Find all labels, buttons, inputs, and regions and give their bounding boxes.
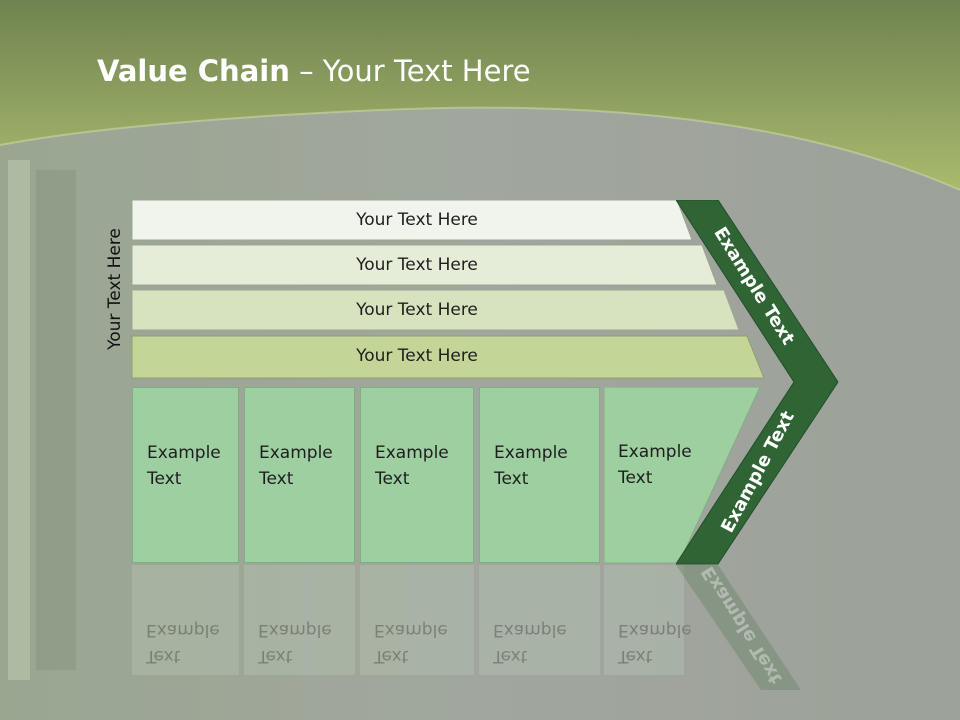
reflection-4-line2: Text: [493, 646, 528, 666]
support-row-2-shape: [131, 244, 718, 286]
primary-column-1-line2: Text: [147, 469, 182, 489]
title-rest: – Your Text Here: [289, 54, 531, 88]
reflection-2-line2: Text: [258, 646, 293, 666]
support-row-2-label: Your Text Here: [356, 255, 478, 275]
primary-column-5-line1: Example: [618, 442, 692, 462]
reflection-4-line1: Example: [493, 620, 567, 640]
vertical-label: Your Text Here: [105, 228, 125, 350]
primary-column-2-line1: Example: [259, 443, 333, 463]
support-row-4-shape: [131, 335, 765, 379]
reflection-1-line1: Example: [146, 620, 220, 640]
title-bold: Value Chain: [97, 54, 290, 88]
slide-title: Value Chain – Your Text Here: [97, 54, 531, 88]
primary-column-5-shape: [604, 387, 761, 563]
support-row-3-shape: [131, 289, 740, 331]
reflection-2-line1: Example: [258, 620, 332, 640]
chevron-reflection: [676, 565, 801, 690]
primary-column-4-line1: Example: [494, 443, 568, 463]
primary-column-5-line2: Text: [618, 468, 653, 488]
reflection-5-line2: Text: [618, 646, 653, 666]
support-row-1-label: Your Text Here: [356, 210, 478, 230]
reflection-column-1: Text Example: [132, 565, 239, 675]
primary-column-1-line1: Example: [147, 443, 221, 463]
reflection-1-line2: Text: [146, 646, 181, 666]
margin-chevron: [676, 200, 839, 565]
primary-column-3-line1: Example: [375, 443, 449, 463]
reflection-3-line2: Text: [374, 646, 409, 666]
support-row-1-shape: [131, 199, 693, 241]
reflection-column-2: Text Example: [244, 565, 355, 675]
primary-column-4-line2: Text: [494, 469, 529, 489]
primary-column-2-line2: Text: [259, 469, 294, 489]
support-row-4-label: Your Text Here: [356, 346, 478, 366]
reflection-column-3: Text Example: [360, 565, 474, 675]
support-row-3-label: Your Text Here: [356, 300, 478, 320]
primary-column-3-line2: Text: [375, 469, 410, 489]
reflection-column-4: Text Example: [479, 565, 600, 675]
reflection-3-line1: Example: [374, 620, 448, 640]
